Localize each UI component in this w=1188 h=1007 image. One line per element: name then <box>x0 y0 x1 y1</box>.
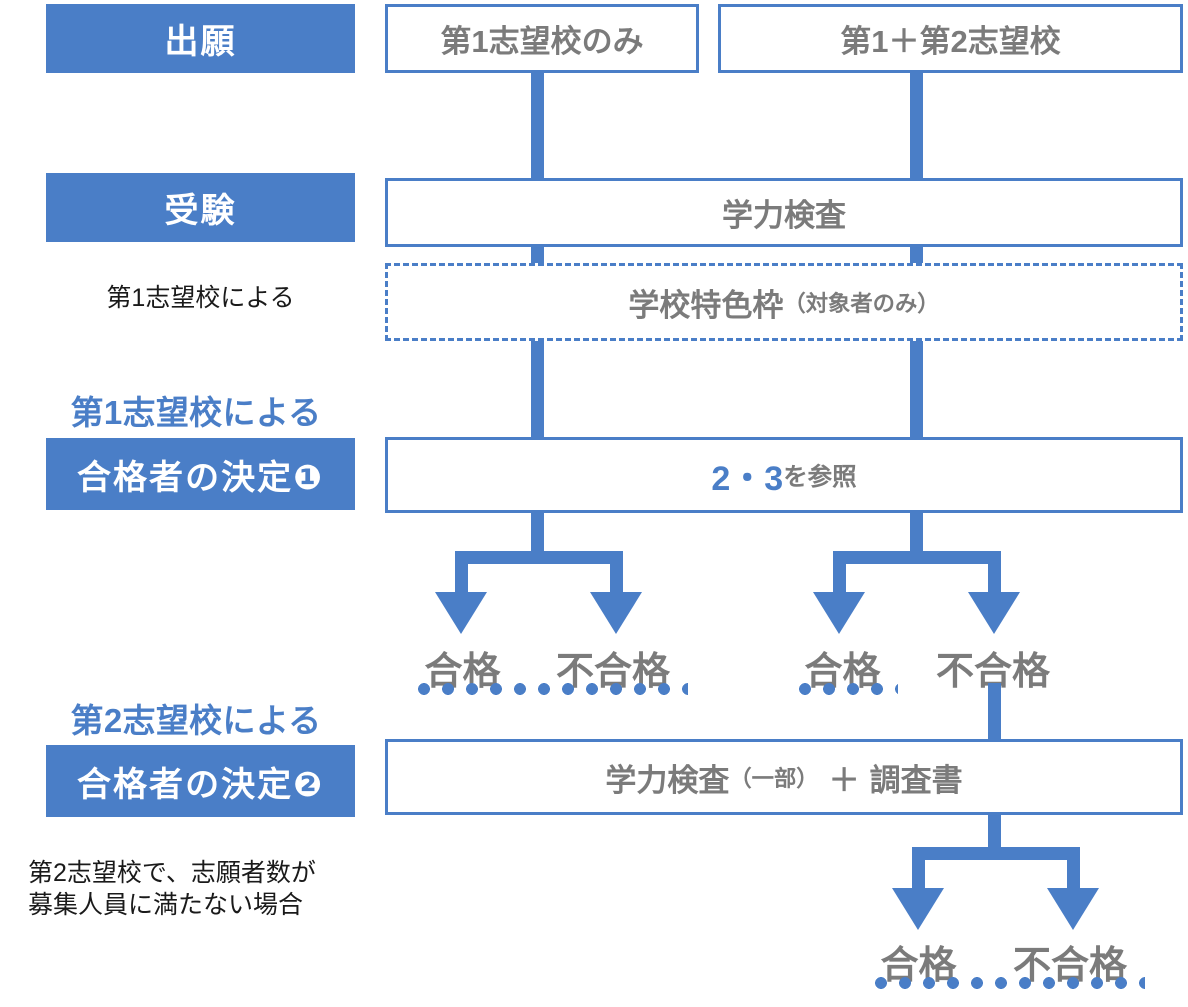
stage-chip-decision1-label: 合格者の決定❶ <box>76 458 325 497</box>
stage-note-examination-text: 第1志望校による <box>106 284 295 312</box>
box-second-screening: 学力検査 （一部） ＋ 調査書 <box>385 739 1183 815</box>
branch-final-drop-fail <box>1067 847 1080 895</box>
box-second-screening-label: 学力検査 <box>605 762 730 798</box>
branch-right-bar <box>833 551 1001 564</box>
stage-chip-examination: 受験 <box>46 173 355 242</box>
arrow-right-pass <box>813 592 865 634</box>
stage-note-decision2: 第2志望校で、志願者数が 募集人員に満たない場合 <box>28 825 372 921</box>
stage-note-examination: 第1志望校による <box>46 250 355 314</box>
stage-over-label-decision1: 第1志望校による <box>22 386 370 434</box>
box-second-screening-plus: ＋ <box>828 762 860 798</box>
stage-chip-application-label: 出願 <box>164 23 237 61</box>
stage-note-decision2-text: 第2志望校で、志願者数が 募集人員に満たない場合 <box>28 859 316 919</box>
box-application-first-plus-second-label: 第1＋第2志望校 <box>840 24 1061 59</box>
box-application-first-plus-second: 第1＋第2志望校 <box>718 4 1183 73</box>
box-school-special-frame-label: 学校特色枠 <box>628 287 784 323</box>
stage-over-label-decision2-text: 第2志望校による <box>70 702 322 739</box>
box-second-screening-tail: 調査書 <box>869 762 963 798</box>
branch-left-drop-pass <box>455 551 468 599</box>
stage-chip-decision1: 合格者の決定❶ <box>46 438 355 510</box>
connector-test-to-special-right <box>910 247 923 264</box>
branch-left-stem <box>531 513 544 558</box>
connector-test-to-special-left <box>531 247 544 264</box>
connector-special-to-reference-left <box>531 341 544 441</box>
arrow-final-fail <box>1047 888 1099 930</box>
box-reference-suffix-label: を参照 <box>783 463 857 491</box>
stage-chip-application: 出願 <box>46 4 355 73</box>
arrow-right-fail <box>968 592 1020 634</box>
branch-left-drop-fail <box>610 551 623 599</box>
branch-left-bar <box>455 551 623 564</box>
connector-first-only-to-test <box>531 73 544 178</box>
branch-right-drop-pass <box>833 551 846 599</box>
box-school-special-frame-sublabel: （対象者のみ） <box>783 291 940 316</box>
box-second-screening-sublabel: （一部） <box>729 766 819 791</box>
box-school-special-frame: 学校特色枠 （対象者のみ） <box>385 263 1183 341</box>
stage-chip-decision2: 合格者の決定❷ <box>46 745 355 817</box>
branch-right-drop-fail <box>988 551 1001 599</box>
connector-first-plus-second-to-test <box>910 73 923 178</box>
arrow-left-fail <box>590 592 642 634</box>
box-reference-numbers-label: 2・3 <box>711 459 784 498</box>
branch-final-drop-pass <box>912 847 925 895</box>
stage-over-label-decision2: 第2志望校による <box>22 694 370 742</box>
box-application-first-only: 第1志望校のみ <box>385 4 699 73</box>
box-academic-test-label: 学力検査 <box>722 198 846 233</box>
connector-special-to-reference-right <box>910 341 923 441</box>
arrow-final-pass <box>892 888 944 930</box>
box-application-first-only-label: 第1志望校のみ <box>440 24 644 59</box>
outcome-row1-underline-right <box>793 683 898 695</box>
branch-final-bar <box>912 847 1080 860</box>
outcome-row2-underline <box>869 977 1145 989</box>
box-academic-test: 学力検査 <box>385 178 1183 247</box>
stage-chip-examination-label: 受験 <box>164 192 237 230</box>
box-reference-numbers: 2・3 を参照 <box>385 437 1183 513</box>
stage-over-label-decision1-text: 第1志望校による <box>70 394 322 431</box>
outcome-row1-underline-left <box>412 683 688 695</box>
branch-right-stem <box>910 513 923 558</box>
stage-chip-decision2-label: 合格者の決定❷ <box>76 765 325 804</box>
connector-fail-to-second-screening <box>988 683 1001 745</box>
arrow-left-pass <box>435 592 487 634</box>
